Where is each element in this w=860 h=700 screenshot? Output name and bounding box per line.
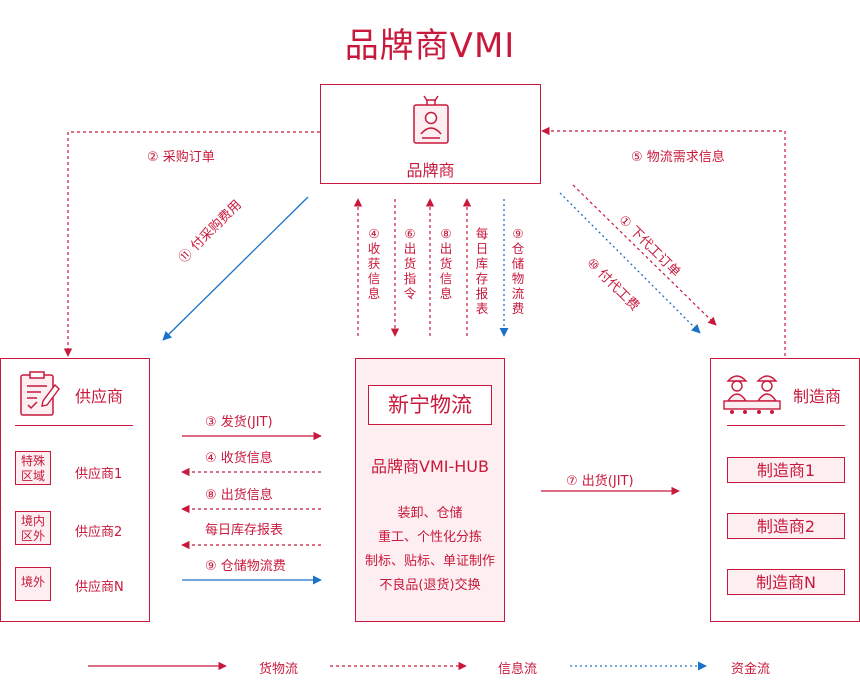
- manufacturer-item-3: 制造商N: [727, 569, 845, 595]
- brand-box: 品牌商: [320, 84, 541, 184]
- manufacturer-title: 制造商: [793, 387, 842, 406]
- supplier-box: 供应商 特殊区域 供应商1 境内区外 供应商2 境外 供应商N: [0, 358, 150, 622]
- hub-subtitle: 品牌商VMI-HUB: [371, 457, 489, 476]
- supplier-name-1: 供应商1: [75, 467, 123, 482]
- label-h-daily: 每日库存报表: [205, 523, 284, 538]
- brand-label: 品牌商: [406, 161, 455, 180]
- workers-icon: [723, 375, 781, 414]
- manufacturer-item-1: 制造商1: [727, 457, 845, 483]
- supplier-tag-1: 特殊区域: [15, 451, 51, 485]
- flow-logistics-demand: [541, 126, 786, 356]
- label-v6: ⑥ 出货指令: [403, 226, 417, 301]
- label-purchase-order: ② 采购订单: [147, 150, 215, 165]
- label-v9: ⑨ 仓储物流费: [511, 226, 525, 316]
- label-h7: ⑦ 出货(JIT): [566, 474, 634, 489]
- label-h3: ③ 发货(JIT): [205, 415, 273, 430]
- legend-funds-label: 资金流: [731, 662, 771, 677]
- hub-service-4: 不良品(退货)交换: [379, 578, 481, 593]
- label-h4: ④ 收货信息: [205, 451, 273, 466]
- label-h9: ⑨ 仓储物流费: [205, 559, 286, 574]
- hub-service-2: 重工、个性化分拣: [377, 530, 482, 545]
- page-title: 品牌商VMI: [344, 26, 516, 66]
- legend-goods-label: 货物流: [259, 662, 299, 677]
- supplier-title: 供应商: [75, 387, 124, 406]
- manufacturer-item-2: 制造商2: [727, 513, 845, 539]
- label-logistics-demand: ⑤ 物流需求信息: [631, 150, 725, 165]
- manufacturer-divider: [727, 425, 845, 426]
- label-h8: ⑧ 出货信息: [205, 488, 273, 503]
- hub-service-3: 制标、贴标、单证制作: [364, 554, 495, 569]
- supplier-name-3: 供应商N: [75, 580, 124, 595]
- badge-icon: [413, 95, 449, 144]
- clipboard-icon: [20, 371, 60, 416]
- label-v4: ④ 收获信息: [367, 226, 381, 301]
- hub-service-1: 装卸、仓储: [397, 506, 463, 521]
- flow-pay-purchase: [162, 196, 309, 341]
- supplier-name-2: 供应商2: [75, 525, 123, 540]
- hub-title: 新宁物流: [368, 385, 492, 425]
- manufacturer-box: 制造商 制造商1 制造商2 制造商N: [710, 358, 860, 622]
- label-v-daily: 每日库存报表: [475, 226, 489, 316]
- legend-info-label: 信息流: [498, 662, 538, 677]
- supplier-tag-3: 境外: [15, 567, 51, 601]
- hub-box: 新宁物流 品牌商VMI-HUB 装卸、仓储 重工、个性化分拣 制标、贴标、单证制…: [355, 358, 505, 622]
- flow-purchase-order: [63, 131, 320, 357]
- supplier-tag-2: 境内区外: [15, 511, 51, 545]
- supplier-divider: [15, 425, 133, 426]
- label-v8: ⑧ 出货信息: [439, 226, 453, 301]
